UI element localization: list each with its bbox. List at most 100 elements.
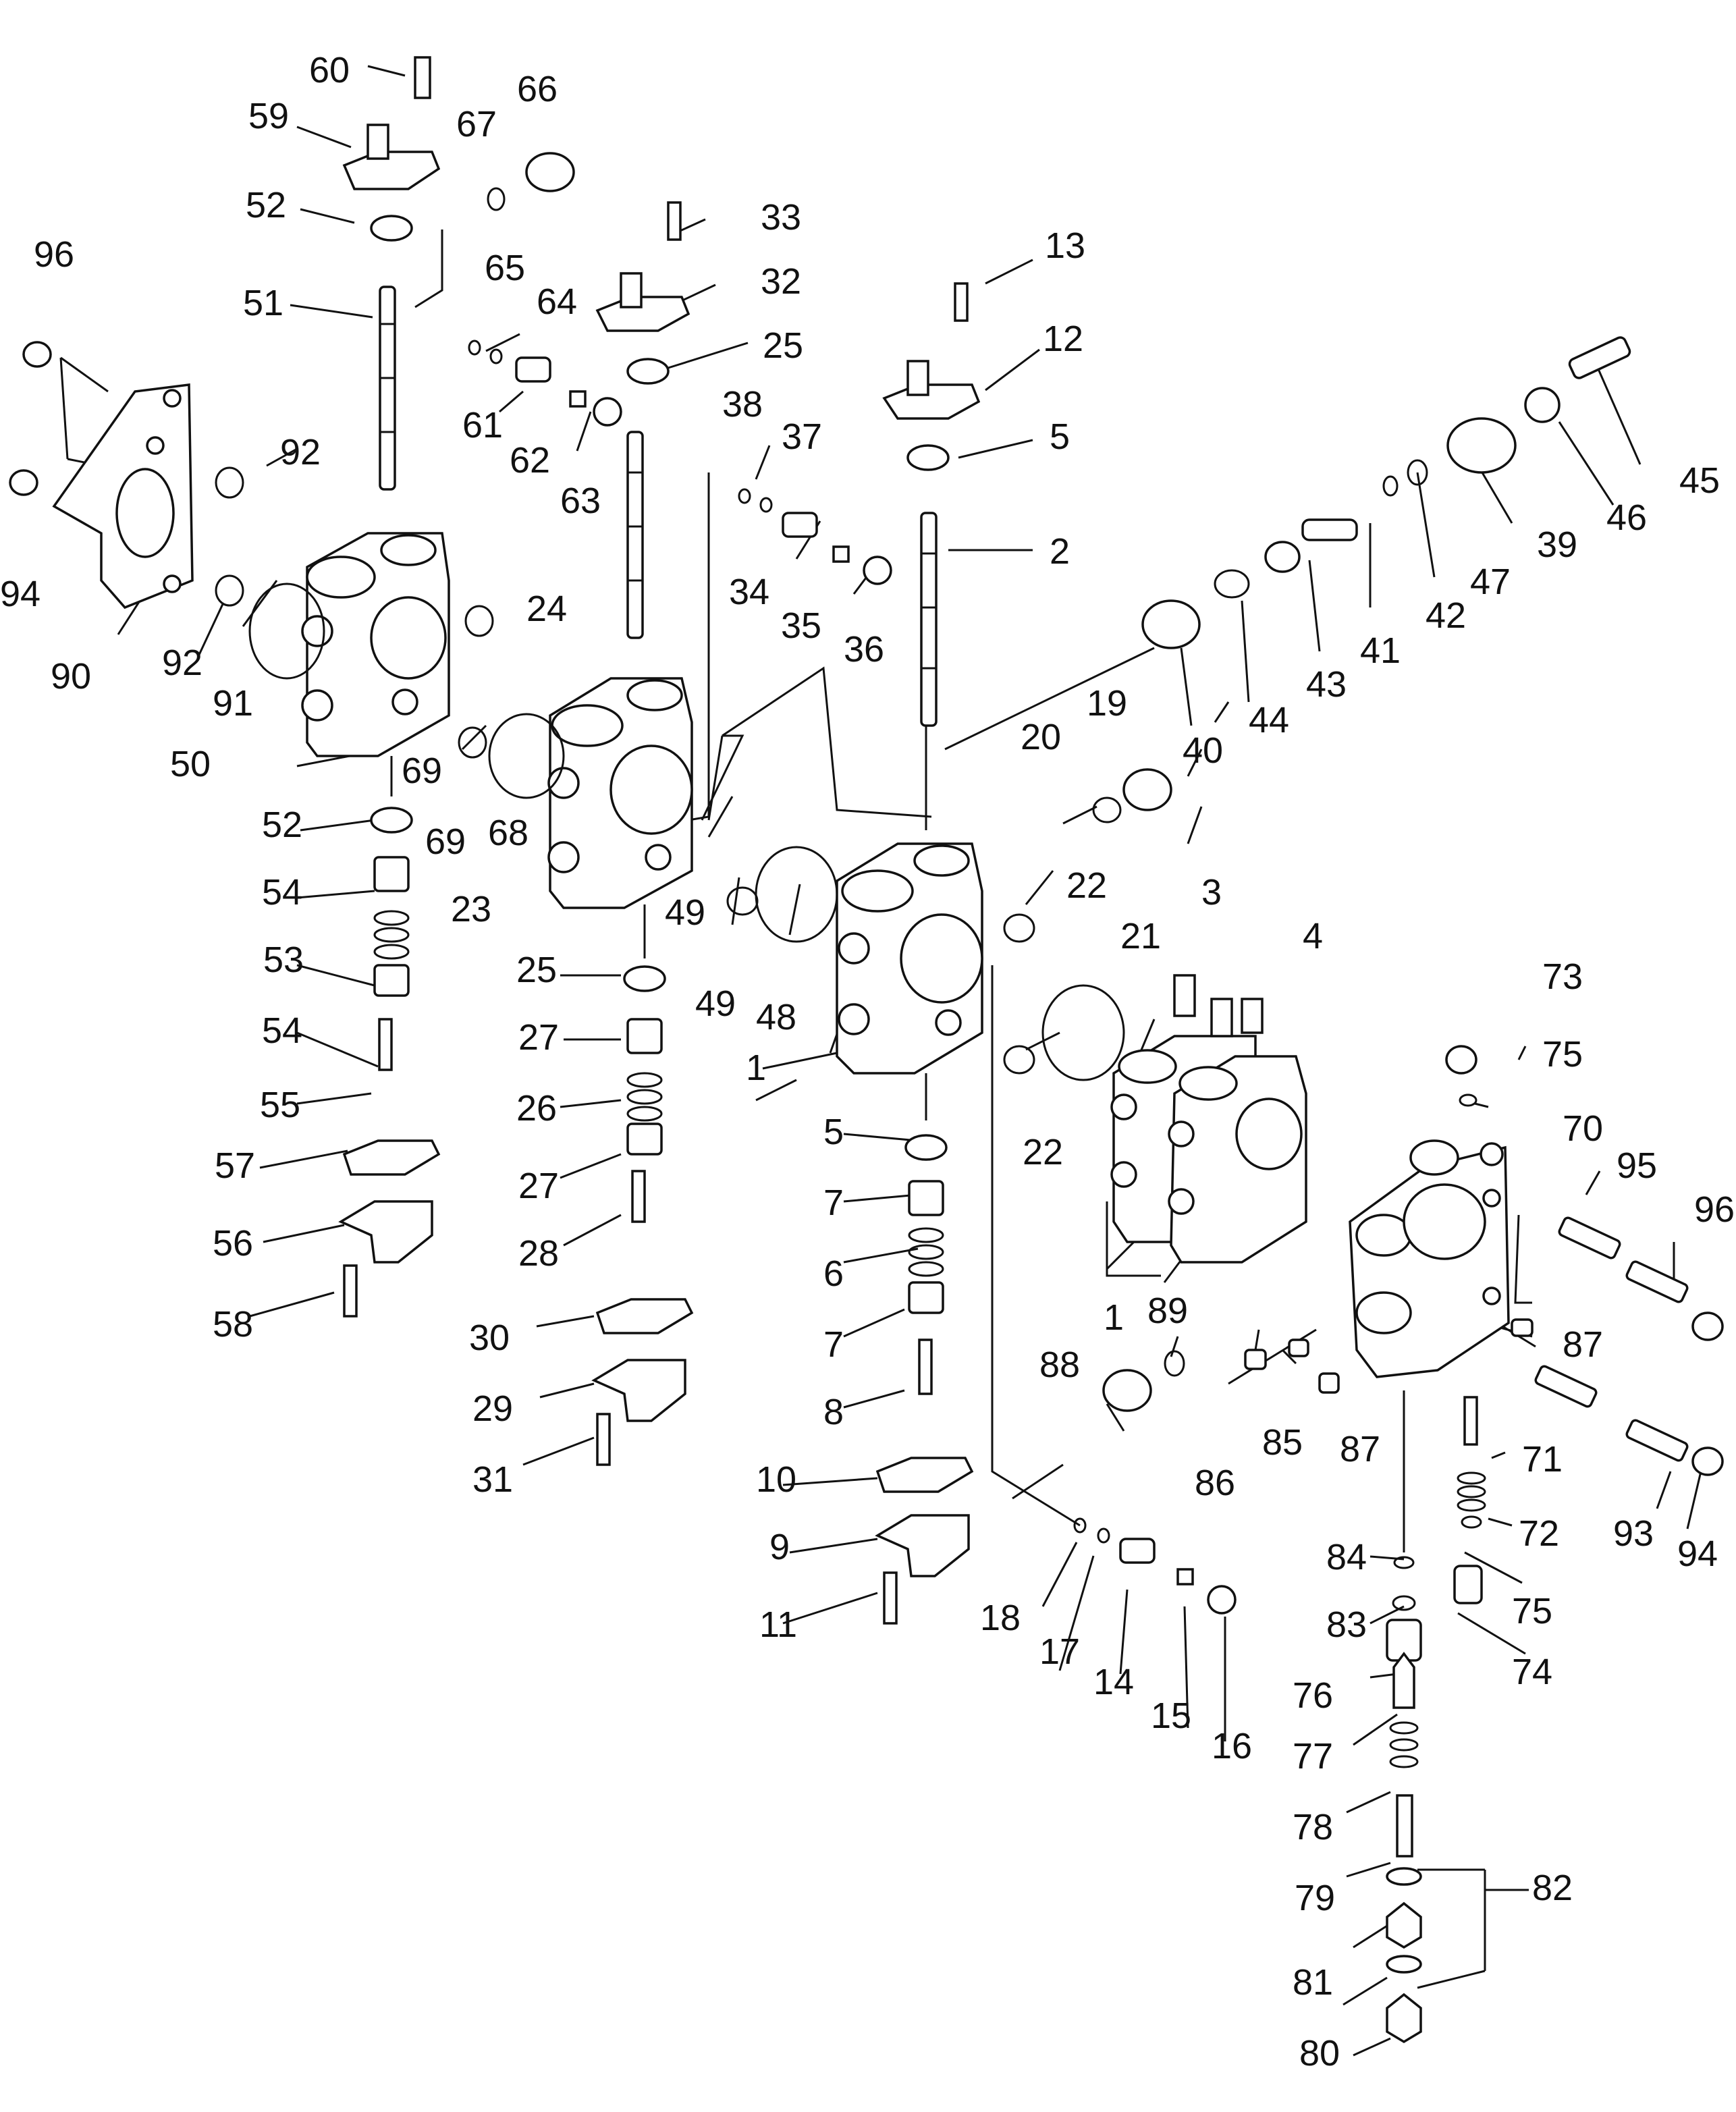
callout-10: 10 bbox=[756, 1459, 796, 1500]
callout-53: 53 bbox=[263, 940, 304, 980]
callout-94b: 94 bbox=[1677, 1534, 1718, 1574]
callout-38: 38 bbox=[722, 384, 763, 425]
callout-95: 95 bbox=[1617, 1145, 1657, 1186]
callout-78: 78 bbox=[1293, 1807, 1333, 1847]
callout-51: 51 bbox=[243, 283, 283, 323]
callout-68: 68 bbox=[488, 813, 528, 853]
callout-64: 64 bbox=[537, 281, 577, 322]
callout-74: 74 bbox=[1512, 1652, 1552, 1692]
callout-69: 69 bbox=[402, 751, 442, 791]
callout-1: 1 bbox=[746, 1048, 766, 1088]
callout-43: 43 bbox=[1306, 664, 1347, 705]
callout-86: 86 bbox=[1195, 1463, 1235, 1503]
callout-69b: 69 bbox=[425, 821, 466, 862]
callout-63: 63 bbox=[560, 481, 601, 521]
callout-42: 42 bbox=[1426, 595, 1466, 636]
callout-79: 79 bbox=[1295, 1878, 1335, 1918]
callout-7: 7 bbox=[823, 1183, 844, 1223]
callout-46: 46 bbox=[1606, 497, 1647, 538]
callout-90: 90 bbox=[51, 656, 91, 697]
callout-22b: 22 bbox=[1023, 1132, 1063, 1172]
callout-39: 39 bbox=[1537, 524, 1577, 565]
callout-77: 77 bbox=[1293, 1736, 1333, 1777]
callout-92b: 92 bbox=[162, 643, 202, 683]
callout-41: 41 bbox=[1360, 630, 1401, 671]
callout-25: 25 bbox=[763, 325, 803, 366]
callout-9: 9 bbox=[769, 1527, 790, 1567]
callout-27: 27 bbox=[518, 1017, 559, 1058]
callout-20: 20 bbox=[1021, 717, 1061, 757]
callout-89: 89 bbox=[1147, 1291, 1188, 1331]
small-parts bbox=[9, 56, 1724, 2044]
valve-body-section-50 bbox=[301, 532, 450, 757]
callout-30: 30 bbox=[469, 1318, 510, 1358]
callout-93: 93 bbox=[1613, 1513, 1654, 1554]
callout-4: 4 bbox=[1303, 916, 1323, 956]
callout-94: 94 bbox=[0, 574, 40, 614]
callout-87: 87 bbox=[1563, 1324, 1603, 1365]
callout-66: 66 bbox=[517, 69, 558, 109]
callout-5b: 5 bbox=[823, 1112, 844, 1152]
callout-14: 14 bbox=[1093, 1662, 1134, 1702]
callout-33: 33 bbox=[761, 197, 801, 238]
callout-88: 88 bbox=[1039, 1345, 1080, 1385]
callout-5: 5 bbox=[1050, 416, 1070, 457]
callout-49b: 49 bbox=[695, 983, 736, 1024]
spool-51 bbox=[379, 286, 396, 491]
callout-22: 22 bbox=[1066, 865, 1107, 906]
callout-1b: 1 bbox=[1104, 1297, 1124, 1338]
callout-76: 76 bbox=[1293, 1675, 1333, 1716]
callout-73: 73 bbox=[1542, 956, 1583, 997]
callout-44: 44 bbox=[1249, 700, 1289, 740]
end-cover-70 bbox=[1349, 1139, 1510, 1378]
callout-91: 91 bbox=[213, 683, 253, 724]
callout-80: 80 bbox=[1299, 2033, 1340, 2074]
callout-50: 50 bbox=[170, 744, 211, 784]
callout-71: 71 bbox=[1522, 1439, 1563, 1480]
callout-labels: 60 59 67 66 52 33 13 96 65 64 32 51 25 1… bbox=[0, 50, 1735, 2074]
callout-92: 92 bbox=[280, 432, 321, 472]
callout-72: 72 bbox=[1519, 1513, 1559, 1554]
callout-96b: 96 bbox=[1694, 1189, 1735, 1230]
callout-26: 26 bbox=[516, 1088, 557, 1129]
callout-36: 36 bbox=[844, 629, 884, 670]
end-cover-90 bbox=[52, 383, 194, 610]
callout-59: 59 bbox=[248, 96, 289, 136]
callout-40: 40 bbox=[1183, 730, 1223, 771]
callout-67: 67 bbox=[456, 104, 497, 144]
callout-12: 12 bbox=[1043, 319, 1083, 359]
callout-62: 62 bbox=[510, 440, 550, 481]
callout-28: 28 bbox=[518, 1233, 559, 1274]
callout-57: 57 bbox=[215, 1145, 255, 1186]
callout-61: 61 bbox=[462, 405, 503, 445]
callout-81: 81 bbox=[1293, 1962, 1333, 2003]
callout-7b: 7 bbox=[823, 1324, 844, 1365]
callout-24: 24 bbox=[526, 589, 567, 629]
callout-75b: 75 bbox=[1512, 1591, 1552, 1631]
callout-60: 60 bbox=[309, 50, 350, 90]
callout-65: 65 bbox=[485, 248, 525, 288]
callout-84: 84 bbox=[1326, 1537, 1367, 1577]
callout-35: 35 bbox=[781, 605, 821, 646]
callout-70: 70 bbox=[1563, 1108, 1603, 1149]
callout-23: 23 bbox=[451, 889, 491, 929]
valve-body-section-1 bbox=[836, 842, 983, 1075]
callout-55: 55 bbox=[260, 1085, 300, 1125]
callout-45: 45 bbox=[1679, 460, 1720, 501]
callout-34: 34 bbox=[729, 572, 769, 612]
callout-96: 96 bbox=[34, 234, 74, 275]
callout-29: 29 bbox=[472, 1388, 513, 1429]
callout-48: 48 bbox=[756, 997, 796, 1037]
callout-11: 11 bbox=[759, 1604, 797, 1645]
spool-2 bbox=[920, 512, 938, 727]
callout-82: 82 bbox=[1532, 1868, 1573, 1908]
callout-54: 54 bbox=[262, 872, 302, 913]
callout-52b: 52 bbox=[262, 805, 302, 845]
callout-18: 18 bbox=[980, 1598, 1021, 1638]
callout-3: 3 bbox=[1201, 872, 1222, 913]
callout-16: 16 bbox=[1212, 1726, 1252, 1766]
spool-24 bbox=[626, 431, 644, 639]
callout-31: 31 bbox=[472, 1459, 513, 1500]
callout-32: 32 bbox=[761, 261, 801, 302]
callout-49: 49 bbox=[665, 892, 705, 933]
